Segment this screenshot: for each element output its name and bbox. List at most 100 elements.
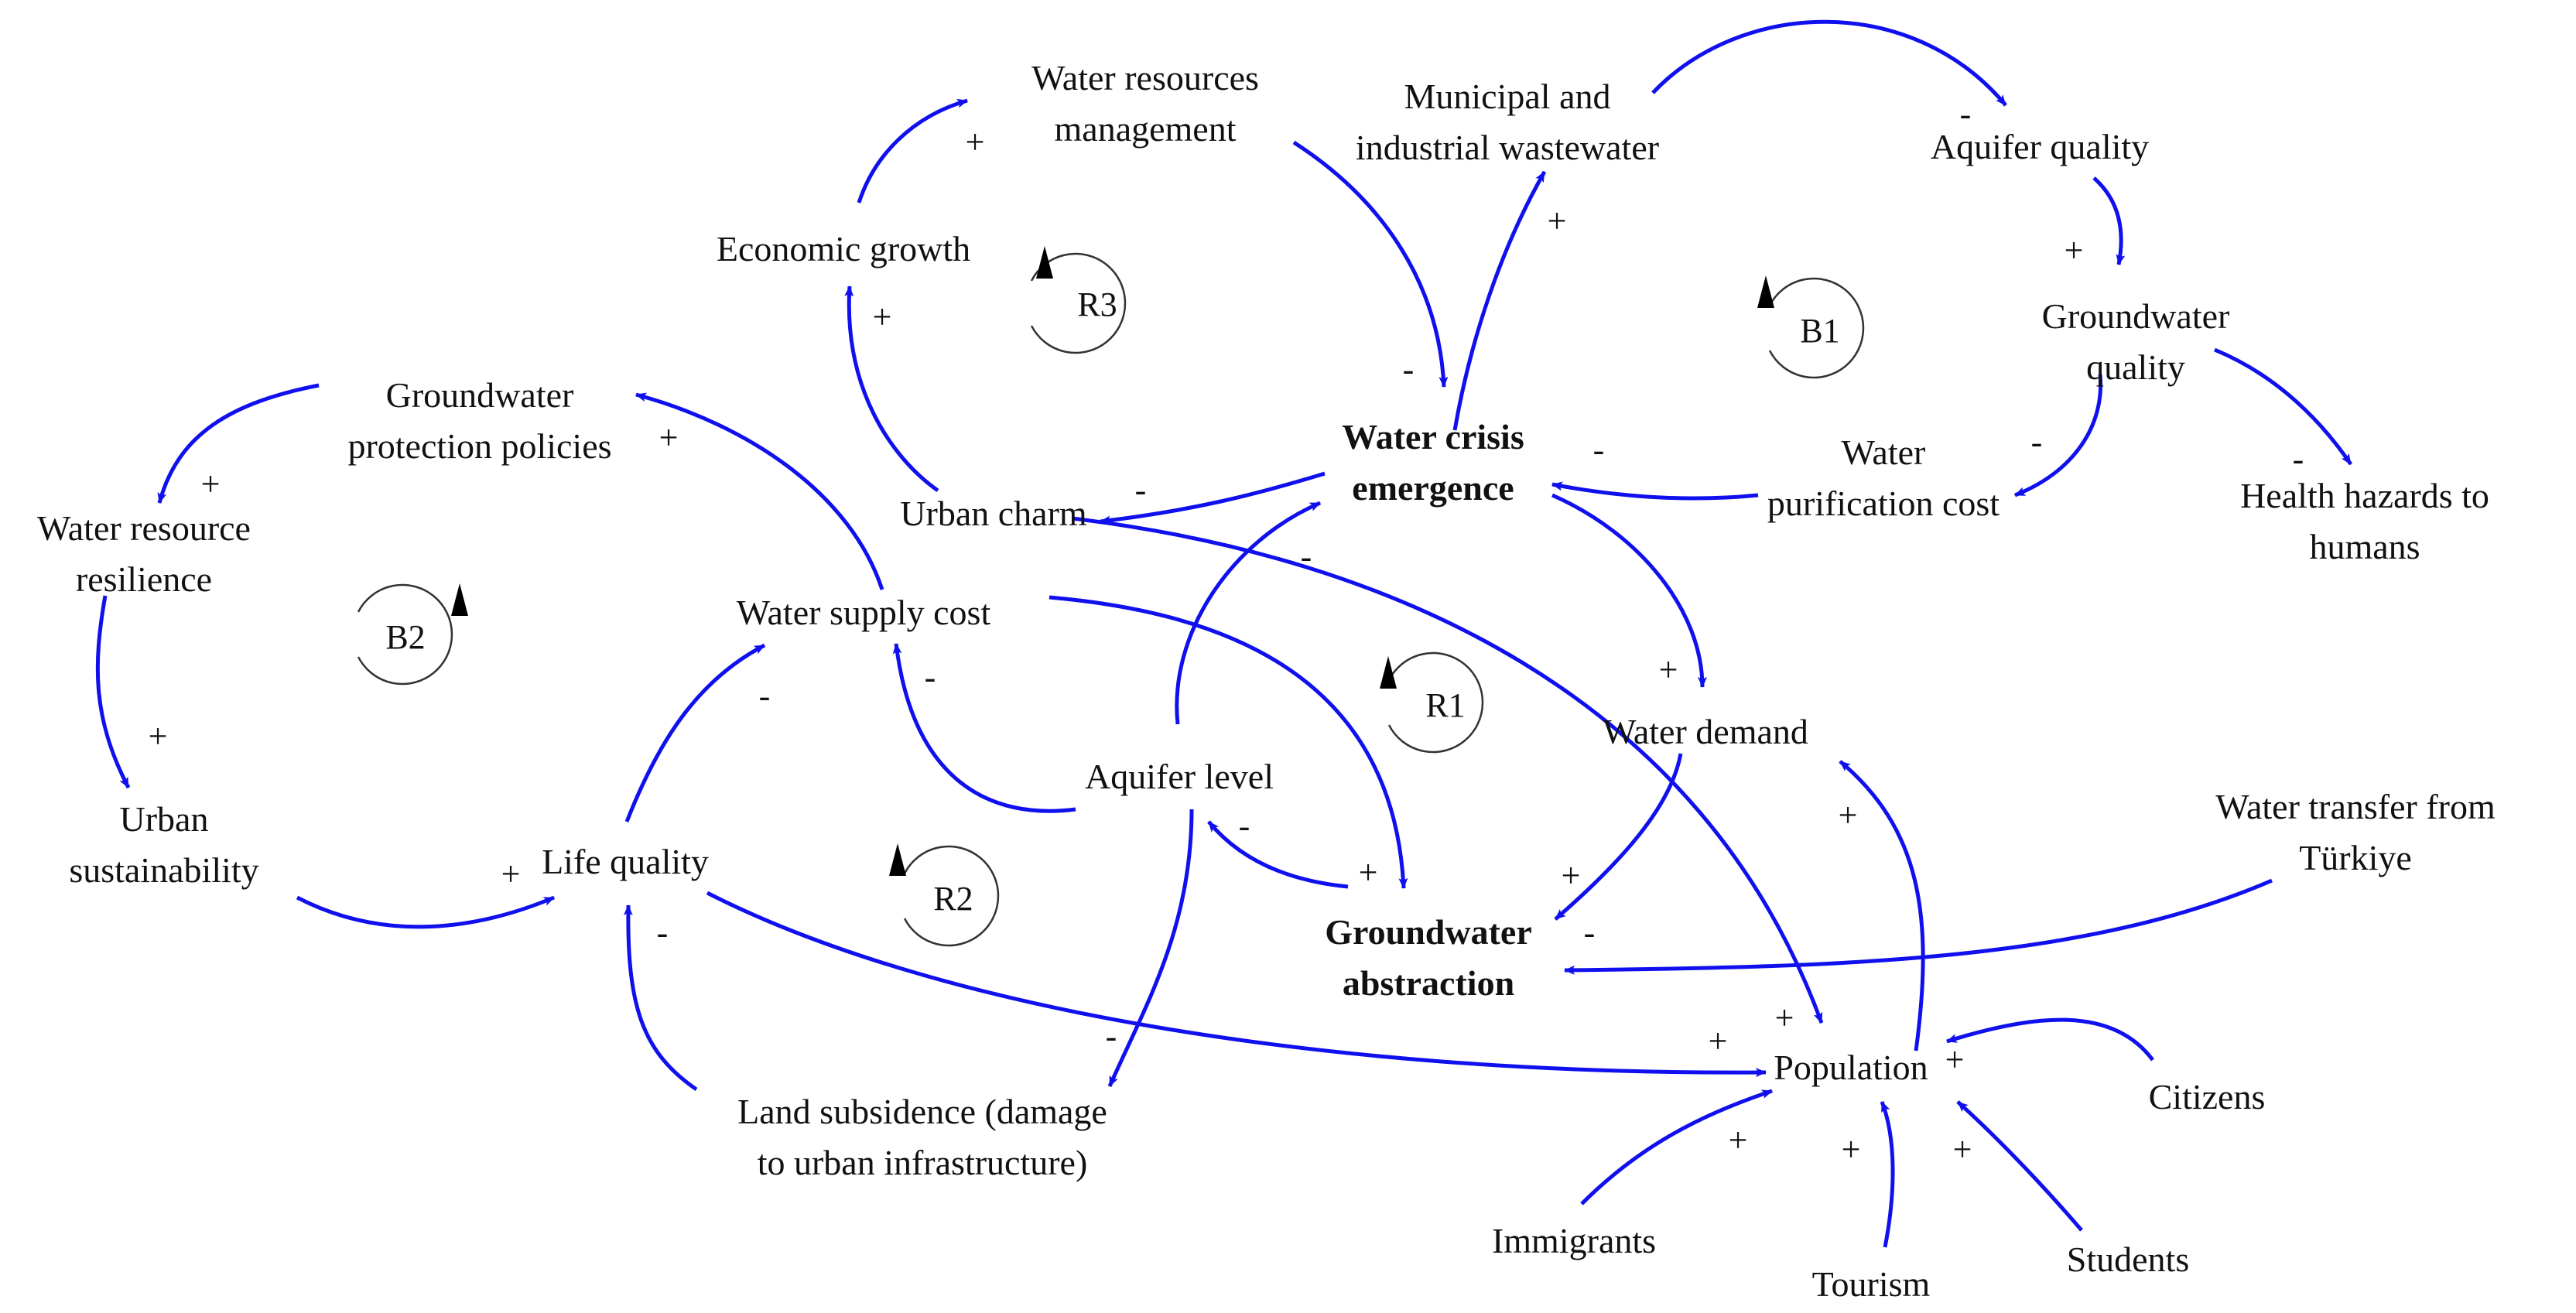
- node-label-line: Aquifer quality: [1930, 127, 2150, 166]
- arrow-students-to-population: [1956, 1100, 2083, 1232]
- arrow-water-resources-management-to-water-crisis-emergence: [1292, 140, 1449, 388]
- polarity-sign: -: [2030, 423, 2043, 461]
- arrow-urban-charm-to-economic-growth: [844, 286, 939, 493]
- polarity-sign: -: [656, 914, 669, 952]
- loop-indicator-r3: R3: [1030, 246, 1127, 354]
- loop-indicator-b2: B2: [357, 583, 468, 686]
- node-label-line: Tourism: [1811, 1264, 1931, 1304]
- node-label-line: Water crisis: [1342, 417, 1524, 456]
- node-label-line: Students: [2066, 1239, 2190, 1279]
- node-label-line: sustainability: [69, 850, 259, 890]
- polarity-sign: +: [2064, 231, 2084, 269]
- arrow-water-crisis-emergence-to-municipal-industrial-wastewater: [1452, 170, 1547, 431]
- node-label-line: to urban infrastructure): [757, 1143, 1088, 1182]
- node-water-supply-cost: Water supply cost: [737, 587, 990, 638]
- node-label-line: Life quality: [542, 842, 709, 881]
- node-label-line: industrial wastewater: [1355, 128, 1660, 167]
- polarity-sign: +: [1774, 999, 1794, 1037]
- node-students: Students: [2067, 1234, 2189, 1285]
- loop-label: B1: [1800, 312, 1839, 350]
- node-label-line: humans: [2309, 527, 2420, 566]
- node-label-line: Water supply cost: [736, 593, 991, 632]
- node-label-line: Citizens: [2148, 1077, 2266, 1116]
- node-label-line: Urban: [119, 799, 209, 839]
- arrow-aquifer-quality-to-groundwater-quality: [2092, 176, 2126, 265]
- loop-indicator-r2: R2: [889, 843, 1000, 947]
- polarity-sign: +: [1561, 857, 1581, 894]
- polarity-sign: +: [1841, 1130, 1861, 1168]
- polarity-sign: -: [1583, 914, 1596, 952]
- arrow-water-crisis-emergence-to-urban-charm: [1100, 471, 1326, 525]
- arrow-water-purification-cost-to-water-crisis-emergence: [1551, 481, 1759, 501]
- node-label-line: resilience: [75, 559, 213, 599]
- loop-label: R3: [1077, 286, 1117, 323]
- arrow-life-quality-to-water-supply-cost: [624, 643, 766, 822]
- loop-label: R1: [1425, 686, 1465, 724]
- arrow-aquifer-level-to-land-subsidence: [1107, 809, 1194, 1088]
- polarity-sign: +: [1728, 1121, 1748, 1159]
- node-life-quality: Life quality: [542, 836, 709, 887]
- loop-circle: [1768, 277, 1865, 379]
- arrow-aquifer-level-to-water-crisis-emergence: [1175, 501, 1321, 725]
- arrow-urban-charm-to-population: [1072, 516, 1824, 1024]
- arrow-land-subsidence-to-life-quality: [623, 904, 698, 1092]
- polarity-sign: +: [1838, 796, 1858, 834]
- node-citizens: Citizens: [2149, 1072, 2266, 1123]
- polarity-sign: -: [1959, 95, 1972, 133]
- arrow-groundwater-quality-to-water-purification-cost: [2014, 374, 2103, 498]
- node-water-demand: Water demand: [1603, 706, 1808, 757]
- loop-arrow-icon: [1036, 246, 1053, 279]
- arrow-urban-sustainability-to-life-quality: [296, 895, 555, 929]
- loop-circle: [357, 583, 453, 686]
- arrow-groundwater-quality-to-health-hazards-to-humans: [2214, 347, 2353, 466]
- loop-arrow-icon: [1380, 656, 1397, 689]
- polarity-sign: -: [1238, 807, 1250, 845]
- polarity-sign: -: [1134, 471, 1147, 509]
- loop-indicator-b1: B1: [1757, 275, 1865, 379]
- loop-circle: [1030, 252, 1127, 354]
- node-immigrants: Immigrants: [1492, 1216, 1656, 1267]
- node-label-line: Groundwater: [2041, 296, 2230, 336]
- node-label-line: Türkiye: [2299, 838, 2412, 877]
- polarity-sign: +: [200, 465, 221, 503]
- node-population: Population: [1774, 1042, 1928, 1093]
- arrow-water-supply-cost-to-groundwater-abstraction: [1049, 595, 1408, 889]
- node-aquifer-level: Aquifer level: [1085, 751, 1274, 802]
- arrow-tourism-to-population: [1880, 1101, 1895, 1248]
- arrow-aquifer-level-to-water-supply-cost: [892, 643, 1076, 813]
- node-label-line: management: [1054, 109, 1237, 149]
- polarity-sign: -: [1402, 350, 1415, 388]
- node-economic-growth: Economic growth: [717, 224, 970, 275]
- loop-arrow-icon: [1757, 275, 1774, 308]
- loop-label: R2: [933, 880, 973, 918]
- node-label-line: Aquifer level: [1085, 757, 1274, 796]
- arrow-water-crisis-emergence-to-water-demand: [1551, 493, 1707, 688]
- node-label-line: Water resource: [37, 508, 251, 548]
- arrow-water-transfer-from-turkiye-to-groundwater-abstraction: [1564, 878, 2273, 975]
- loop-label: B2: [385, 618, 425, 656]
- arrow-economic-growth-to-water-resources-management: [857, 98, 968, 203]
- polarity-sign: +: [1547, 202, 1567, 240]
- loop-indicator-r1: R1: [1380, 651, 1484, 754]
- polarity-sign: -: [758, 677, 771, 715]
- node-label-line: abstraction: [1342, 963, 1515, 1003]
- node-label-line: Groundwater: [385, 375, 574, 415]
- node-label-line: Water demand: [1603, 712, 1808, 751]
- node-urban-sustainability: Urban sustainability: [69, 794, 258, 896]
- loop-arrow-icon: [889, 843, 906, 876]
- polarity-sign: -: [2292, 440, 2304, 478]
- node-label-line: Economic growth: [716, 229, 971, 268]
- arrow-immigrants-to-population: [1580, 1089, 1773, 1205]
- polarity-sign: -: [1105, 1017, 1117, 1055]
- node-label-line: Population: [1774, 1048, 1928, 1087]
- polarity-sign: +: [1358, 853, 1378, 891]
